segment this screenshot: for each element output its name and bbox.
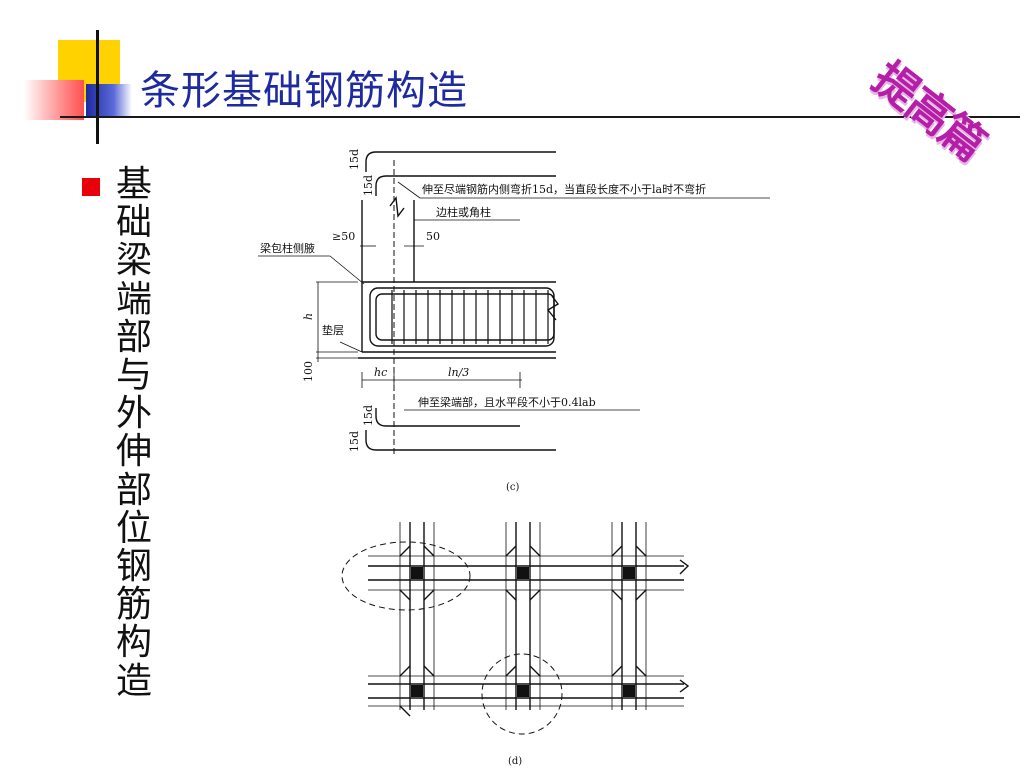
label-15d-bottom-2: 15d (348, 431, 361, 452)
caption-c: (c) (506, 482, 520, 493)
deco-blue-square (86, 84, 132, 116)
dim-hc: hc (374, 366, 387, 379)
label-15d-top-2: 15d (362, 175, 375, 196)
deco-vertical-line (96, 30, 99, 144)
note-haunch: 梁包柱侧腋 (260, 241, 315, 255)
note-cushion: 垫层 (322, 323, 344, 337)
dim-50: 50 (426, 230, 440, 243)
title-underline (60, 116, 1020, 118)
page-title: 条形基础钢筋构造 (140, 68, 468, 114)
note-column: 边柱或角柱 (436, 205, 491, 219)
vertical-heading: 基础梁端部与外伸部位钢筋构造 (115, 164, 152, 702)
label-15d-bottom-1: 15d (362, 405, 375, 426)
dim-ln3: ln/3 (448, 366, 469, 379)
note-bottom-hook: 伸至梁端部，且水平段不小于0.4lab (418, 395, 596, 409)
caption-d: (d) (508, 756, 522, 767)
bullet-marker (82, 178, 100, 196)
label-15d-top-1: 15d (348, 149, 361, 170)
dim-100: 100 (302, 361, 315, 382)
deco-red-gradient (24, 80, 84, 120)
note-top-hook: 伸至尽端钢筋内侧弯折15d，当直段长度不小于la时不弯折 (422, 182, 706, 196)
dim-h: h (302, 313, 315, 320)
dim-ge50: ≥50 (332, 230, 355, 243)
